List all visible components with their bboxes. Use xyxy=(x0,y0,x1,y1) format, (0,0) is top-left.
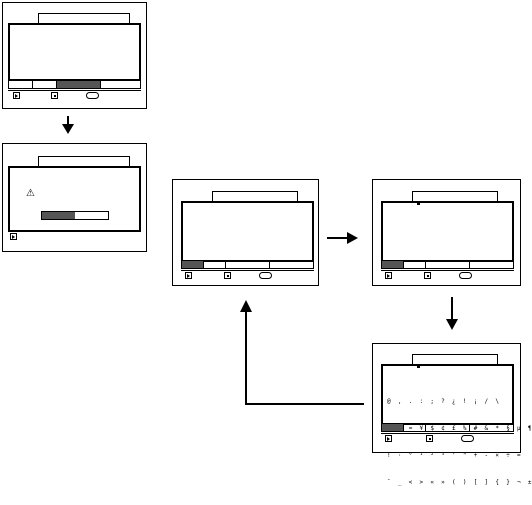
screen-title-bar xyxy=(412,191,498,202)
progress-bar xyxy=(41,211,109,220)
tab-selected[interactable] xyxy=(382,261,404,268)
cursor-mark xyxy=(417,203,420,205)
play-icon[interactable] xyxy=(385,272,392,279)
tab[interactable] xyxy=(101,81,140,88)
screen-title-bar xyxy=(38,156,130,167)
tab[interactable] xyxy=(404,424,426,431)
stop-icon[interactable] xyxy=(51,92,58,99)
menu-tabs xyxy=(381,260,514,269)
oval-button-icon[interactable] xyxy=(86,92,99,99)
oval-button-icon[interactable] xyxy=(259,272,272,279)
screen-5: @ , . : ; ? ¿ ! ¡ / \ ® © ≈ ¥ $ ¢ £ % # … xyxy=(372,343,532,486)
play-icon[interactable] xyxy=(185,272,192,279)
tab-selected[interactable] xyxy=(382,424,404,431)
screen-display: @ , . : ; ? ¿ ! ¡ / \ ® © ≈ ¥ $ ¢ £ % # … xyxy=(381,364,532,486)
control-bar xyxy=(381,433,514,443)
tab[interactable] xyxy=(226,261,270,268)
control-bar xyxy=(8,232,141,242)
tab[interactable] xyxy=(426,261,470,268)
arrow-down xyxy=(451,297,453,321)
menu-tabs xyxy=(181,260,314,269)
stop-icon[interactable] xyxy=(424,272,431,279)
screen-display xyxy=(8,23,141,81)
arrowhead-right-icon xyxy=(347,232,358,244)
tab-selected[interactable] xyxy=(57,81,101,88)
screen-1 xyxy=(2,2,147,109)
arrow-return-horizontal xyxy=(245,403,364,405)
tab[interactable] xyxy=(270,261,313,268)
screen-2: ⚠ xyxy=(2,143,147,252)
arrow-return-vertical xyxy=(245,310,247,405)
tab[interactable] xyxy=(204,261,226,268)
tab[interactable] xyxy=(404,261,426,268)
tab[interactable] xyxy=(33,81,57,88)
control-bar xyxy=(381,270,514,280)
warning-triangle-icon: ⚠ xyxy=(26,188,35,199)
arrow-right xyxy=(327,237,349,239)
charset-row: @ , . : ; ? ¿ ! ¡ / \ xyxy=(387,398,499,405)
arrow-down xyxy=(67,116,69,126)
screen-display: ⚠ xyxy=(8,166,141,232)
menu-tabs xyxy=(381,423,514,432)
stop-icon[interactable] xyxy=(426,435,433,442)
progress-fill xyxy=(42,212,75,219)
screen-display xyxy=(181,201,314,262)
arrowhead-down-icon xyxy=(446,319,458,330)
stop-icon[interactable] xyxy=(224,272,231,279)
tab[interactable] xyxy=(9,81,33,88)
tab-selected[interactable] xyxy=(182,261,204,268)
menu-tabs xyxy=(8,80,141,89)
play-icon[interactable] xyxy=(10,233,17,240)
oval-button-icon[interactable] xyxy=(459,272,472,279)
screen-title-bar xyxy=(212,191,298,202)
play-icon[interactable] xyxy=(385,435,392,442)
oval-button-icon[interactable] xyxy=(461,435,474,442)
tab[interactable] xyxy=(470,261,513,268)
control-bar xyxy=(8,90,141,100)
screen-title-bar xyxy=(38,13,130,24)
charset-row: ¯ _ < > « » ( ) [ ] { } ¬ ± xyxy=(387,479,532,486)
play-icon[interactable] xyxy=(13,92,20,99)
arrowhead-up-icon xyxy=(240,300,252,312)
screen-display xyxy=(381,201,514,262)
charset-row: ! · ° ¹ ² ³ ' " + - × ÷ = xyxy=(387,452,521,459)
tab[interactable] xyxy=(426,424,470,431)
screen-3 xyxy=(172,179,319,286)
cursor-mark xyxy=(417,366,420,368)
screen-4 xyxy=(372,179,521,286)
control-bar xyxy=(181,270,314,280)
tab[interactable] xyxy=(470,424,513,431)
arrowhead-down-icon xyxy=(62,124,74,134)
screen-title-bar xyxy=(412,354,498,365)
